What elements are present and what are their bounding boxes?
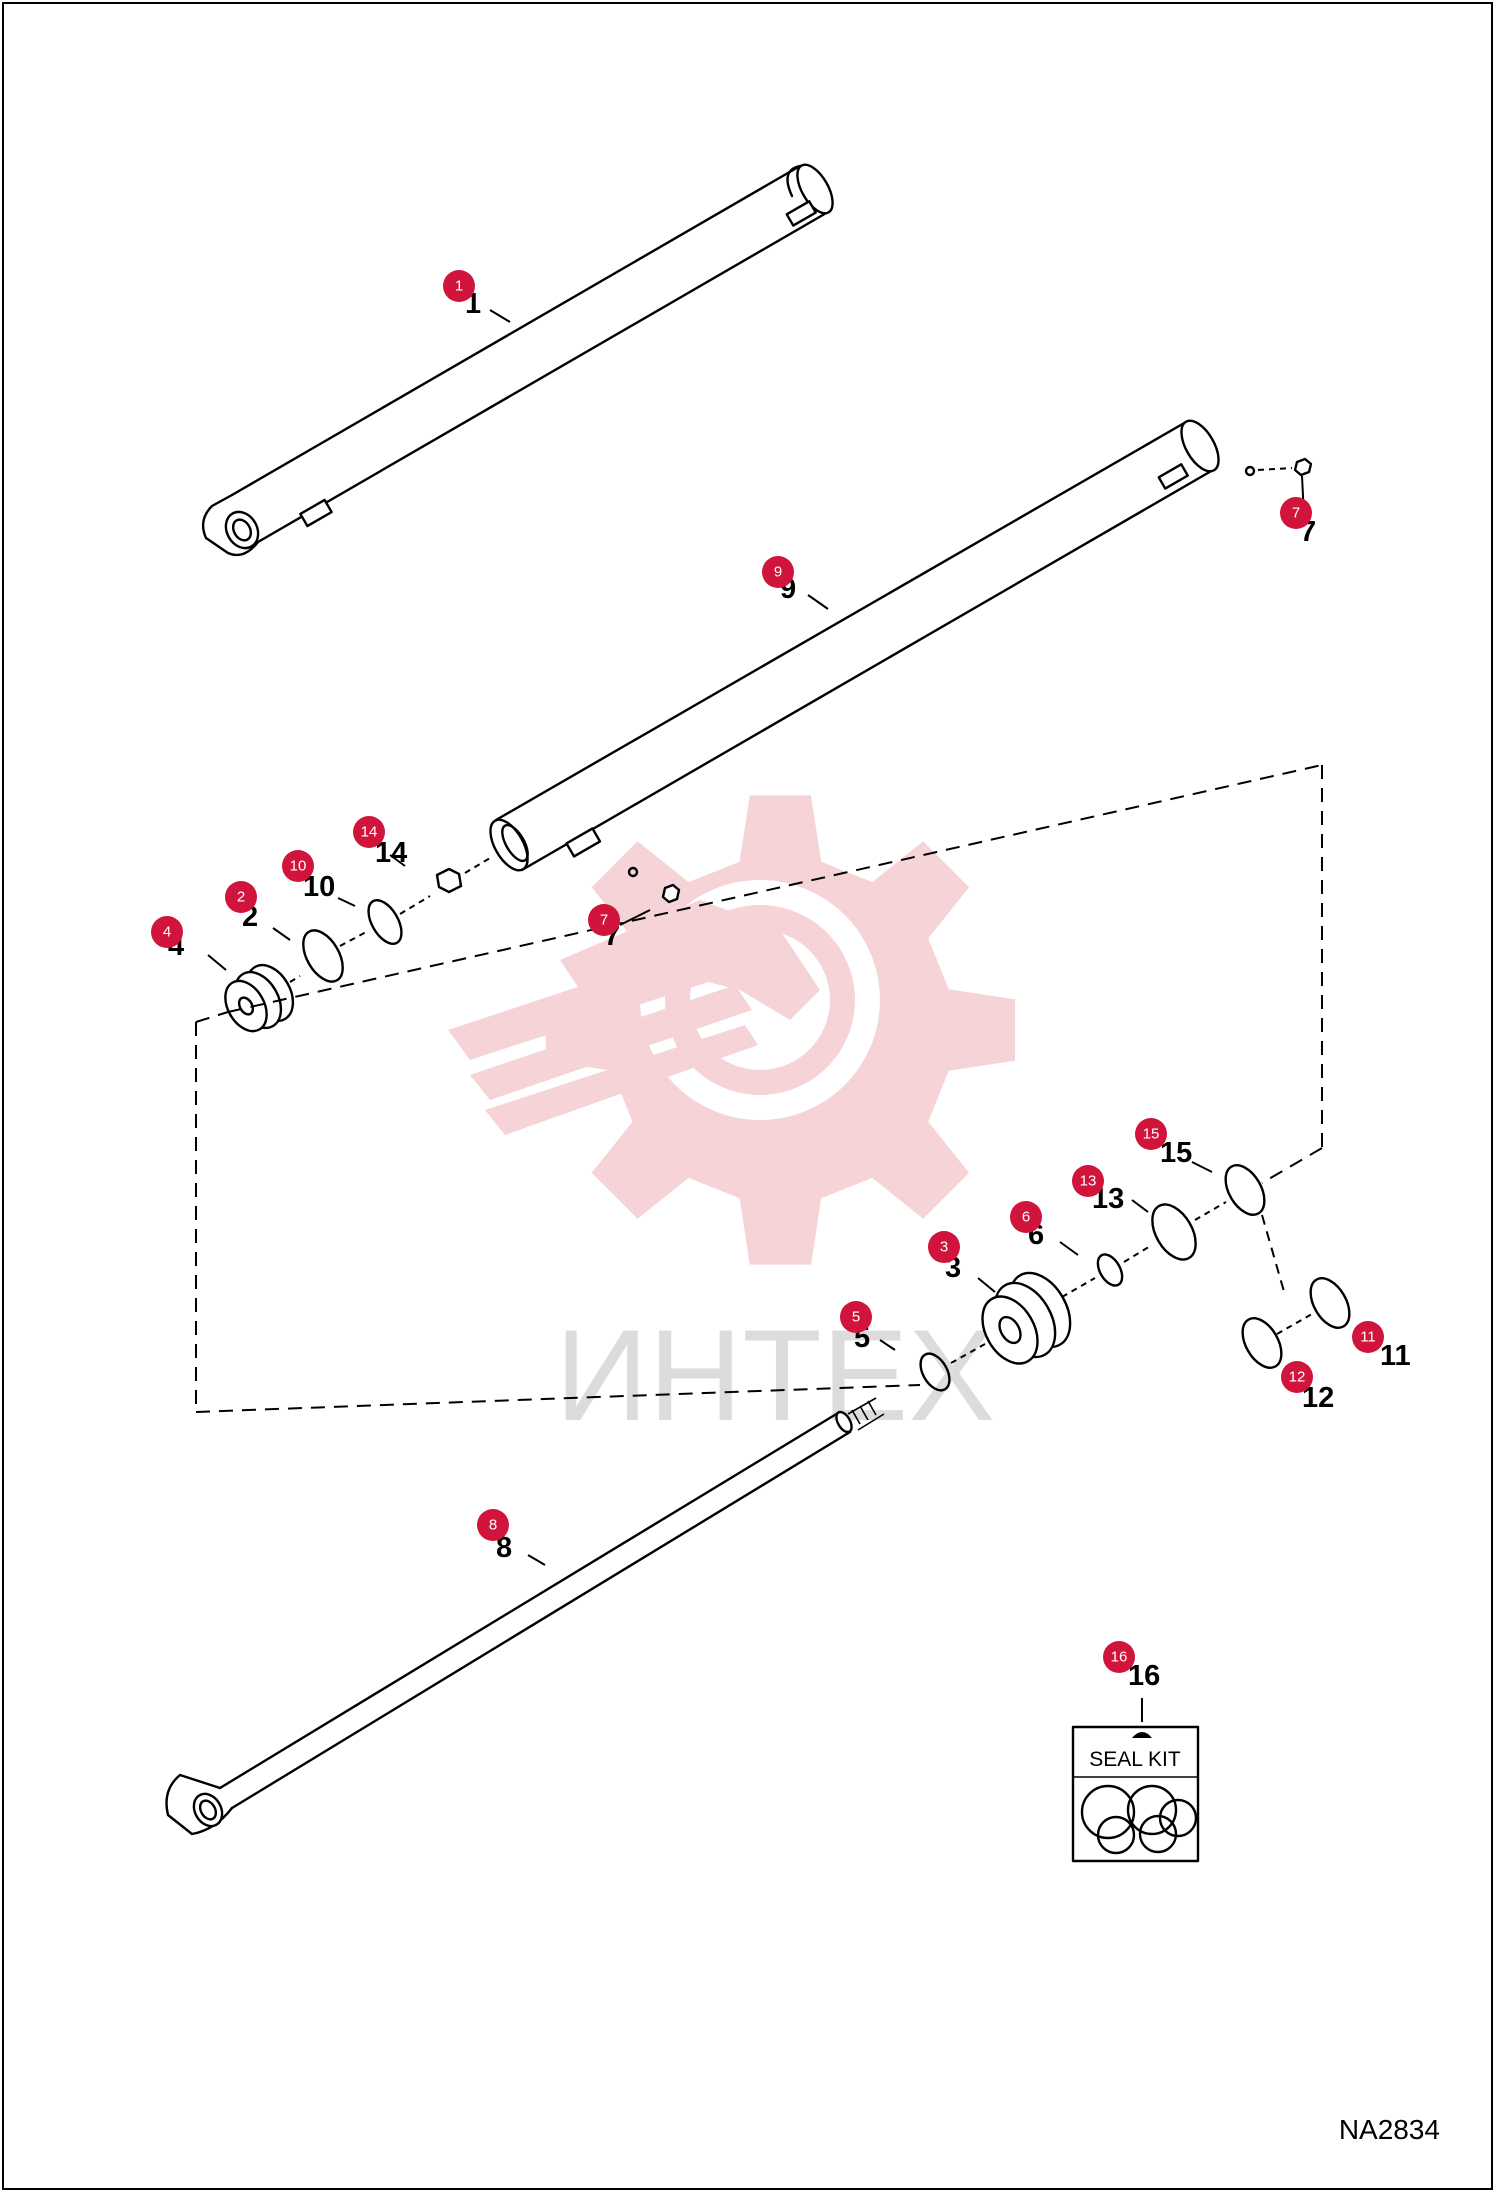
svg-text:5: 5 xyxy=(852,1309,860,1326)
svg-text:7: 7 xyxy=(600,912,608,929)
callout-7-upper[interactable]: 7 xyxy=(1280,497,1312,529)
callout-1[interactable]: 1 xyxy=(443,270,475,302)
callout-13[interactable]: 13 xyxy=(1072,1165,1104,1197)
part-1-barrel xyxy=(201,163,834,557)
callout-12[interactable]: 12 xyxy=(1281,1361,1313,1393)
svg-text:12: 12 xyxy=(1289,1369,1306,1386)
label-15: 15 xyxy=(1160,1137,1192,1169)
svg-text:9: 9 xyxy=(774,564,782,581)
svg-text:15: 15 xyxy=(1143,1126,1160,1143)
svg-text:13: 13 xyxy=(1080,1173,1097,1190)
label-16: 16 xyxy=(1128,1660,1160,1692)
watermark-text: ИНТЕХ xyxy=(555,1302,995,1448)
callout-14[interactable]: 14 xyxy=(353,816,385,848)
callout-5[interactable]: 5 xyxy=(840,1301,872,1333)
seal-kit: SEAL KIT xyxy=(1071,1698,1200,1863)
rod-parts xyxy=(919,1164,1351,1392)
svg-text:16: 16 xyxy=(1111,1649,1128,1666)
callout-6[interactable]: 6 xyxy=(1010,1201,1042,1233)
label-8: 8 xyxy=(496,1532,512,1564)
drawing-code: NA2834 xyxy=(1338,2114,1440,2145)
svg-text:6: 6 xyxy=(1022,1209,1030,1226)
svg-text:11: 11 xyxy=(1360,1329,1376,1346)
svg-text:2: 2 xyxy=(237,889,245,906)
svg-text:14: 14 xyxy=(361,824,378,841)
svg-text:8: 8 xyxy=(489,1517,497,1534)
callout-7-lower[interactable]: 7 xyxy=(588,904,620,936)
callout-16[interactable]: 16 xyxy=(1103,1641,1135,1673)
part-8-rod xyxy=(165,1397,885,1836)
assembly-dashed-lines xyxy=(195,764,1323,1413)
callout-8[interactable]: 8 xyxy=(477,1509,509,1541)
callout-3[interactable]: 3 xyxy=(928,1231,960,1263)
part-9-barrel xyxy=(489,419,1313,904)
svg-text:10: 10 xyxy=(290,858,307,875)
callout-badges: 1 9 7 14 10 2 4 7 15 13 6 3 5 11 12 8 16 xyxy=(151,270,1384,1673)
callout-10[interactable]: 10 xyxy=(282,850,314,882)
callout-15[interactable]: 15 xyxy=(1135,1118,1167,1150)
svg-text:3: 3 xyxy=(940,1239,948,1256)
watermark-logo: ИНТЕХ xyxy=(448,795,1015,1448)
svg-text:4: 4 xyxy=(163,924,171,941)
callout-11[interactable]: 11 xyxy=(1352,1321,1384,1353)
seal-kit-label: SEAL KIT xyxy=(1089,1748,1181,1771)
label-11: 11 xyxy=(1380,1340,1411,1372)
svg-text:1: 1 xyxy=(455,278,463,295)
svg-text:7: 7 xyxy=(1292,505,1300,522)
callout-4[interactable]: 4 xyxy=(151,916,183,948)
callout-9[interactable]: 9 xyxy=(762,556,794,588)
callout-2[interactable]: 2 xyxy=(225,881,257,913)
piston-parts xyxy=(224,857,491,1033)
